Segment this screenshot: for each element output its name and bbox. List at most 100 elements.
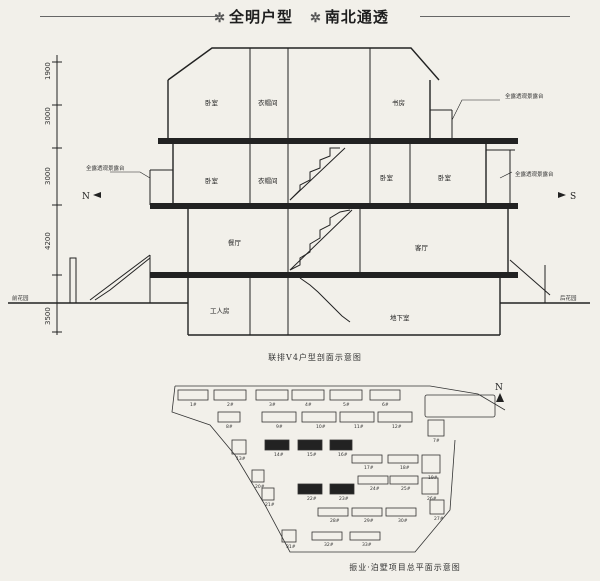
north-arrow-icon: [93, 192, 101, 198]
building-block: [231, 439, 247, 455]
dimension-label: 4200: [44, 232, 52, 250]
room-label: 客厅: [415, 243, 429, 252]
building-block: [297, 439, 323, 451]
page-header: ✲全明户型✲南北通透: [0, 6, 600, 27]
building-block: [311, 531, 343, 541]
building-number: 18#: [400, 465, 410, 471]
building-number: 25#: [401, 486, 411, 492]
floor-slab: [158, 138, 518, 144]
header-title-right: 南北通透: [324, 8, 389, 26]
room-label: 衣帽间: [258, 176, 278, 185]
room-label: 卧室: [205, 98, 219, 107]
building-block: [429, 499, 445, 515]
building-number: 24#: [370, 486, 380, 492]
staircase: [299, 277, 351, 323]
building-number: 7#: [433, 438, 440, 444]
building-number: 19#: [428, 475, 438, 481]
building-number: 15#: [307, 452, 317, 458]
room-label: 地下室: [390, 313, 410, 322]
building-block: [261, 487, 275, 501]
star-icon: ✲: [214, 11, 226, 26]
building-block: [351, 454, 383, 464]
building-block: [339, 411, 375, 423]
terrace-label: 全露透观景露台: [505, 92, 544, 100]
building-block: [369, 389, 401, 401]
back-garden-label: 后花园: [560, 294, 577, 302]
building-number: 20#: [255, 484, 265, 490]
building-blocks: [177, 389, 445, 543]
room-label: 卧室: [205, 176, 219, 185]
building-block: [329, 483, 355, 495]
building-block: [301, 411, 337, 423]
site-boundary: [175, 385, 506, 411]
south-label: S: [570, 192, 576, 202]
building-number: 13#: [236, 456, 246, 462]
building-number: 17#: [364, 465, 374, 471]
room-label: 餐厅: [228, 238, 242, 247]
staircase: [289, 147, 340, 201]
floor-slab: [150, 272, 518, 278]
terrace-label: 全露透观景露台: [86, 164, 125, 172]
building-number: 27#: [434, 516, 444, 522]
building-block: [427, 419, 445, 437]
building-block: [357, 475, 389, 485]
building-block: [291, 389, 325, 401]
dimension-label: 3000: [44, 167, 52, 185]
building-block: [385, 507, 417, 517]
building-block: [255, 389, 289, 401]
building-block: [297, 483, 323, 495]
building-number: 32#: [324, 542, 334, 548]
siteplan-caption: 振业·泊墅项目总平面示意图: [349, 563, 461, 572]
building-block: [349, 531, 381, 541]
building-block: [264, 439, 290, 451]
building-number: 22#: [307, 496, 317, 502]
header-rule-left: [40, 16, 220, 17]
building-number: 16#: [338, 452, 348, 458]
building-number: 14#: [274, 452, 284, 458]
star-icon: ✲: [310, 11, 322, 26]
building-number: 28#: [330, 518, 340, 524]
floor-slab: [150, 203, 518, 209]
building-number: 23#: [339, 496, 349, 502]
building-block: [213, 389, 247, 401]
siteplan-north-label: N: [495, 383, 503, 393]
building-number: 11#: [354, 424, 364, 430]
building-number: 26#: [427, 496, 437, 502]
lamp-post: [69, 257, 77, 304]
building-block: [217, 411, 241, 423]
room-label: 卧室: [438, 173, 452, 182]
roof-outline: [167, 47, 440, 81]
building-number: 30#: [398, 518, 408, 524]
building-number: 2#: [227, 402, 234, 408]
front-stairs: [94, 257, 151, 301]
building-block: [377, 411, 413, 423]
building-number: 8#: [226, 424, 233, 430]
building-number: 5#: [343, 402, 350, 408]
building-block: [329, 389, 363, 401]
building-block: [351, 507, 383, 517]
building-number: 4#: [305, 402, 312, 408]
terrace-label: 全露透观景露台: [515, 170, 554, 178]
dimension-label: 3000: [44, 107, 52, 125]
front-garden-label: 前花园: [12, 294, 29, 302]
header-title-left: 全明户型: [228, 8, 293, 26]
building-number: 29#: [364, 518, 374, 524]
building-block: [281, 529, 297, 543]
building-number: 6#: [382, 402, 389, 408]
building-number: 31#: [286, 544, 296, 550]
building-number: 33#: [362, 542, 372, 548]
building-block: [421, 477, 439, 495]
building-block: [387, 454, 419, 464]
building-block: [317, 507, 349, 517]
building-number: 10#: [316, 424, 326, 430]
building-block: [421, 454, 441, 474]
building-number: 21#: [265, 502, 275, 508]
north-arrow-icon: [496, 393, 504, 402]
room-label: 书房: [392, 98, 405, 107]
building-block: [177, 389, 209, 401]
south-arrow-icon: [558, 192, 566, 198]
building-number: 12#: [392, 424, 402, 430]
